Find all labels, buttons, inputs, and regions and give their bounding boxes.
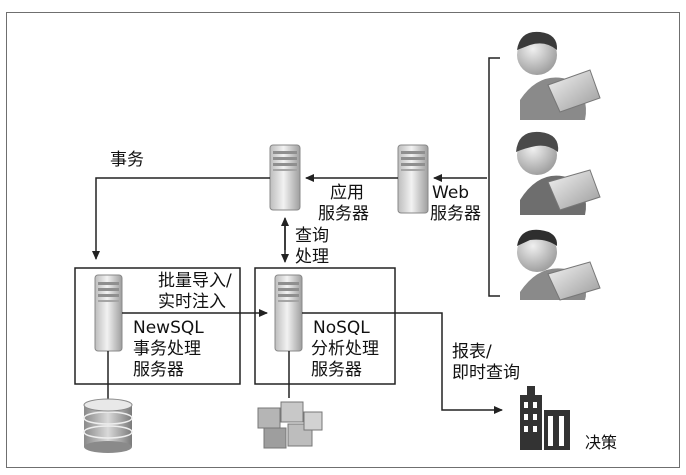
nosql-label-1: NoSQL <box>313 318 370 338</box>
nosql-label-3: 服务器 <box>311 360 362 380</box>
web-server-label-2: 服务器 <box>430 204 481 224</box>
user-icon-1 <box>517 32 600 120</box>
web-server-label-1: Web <box>432 183 469 203</box>
user-icon-3 <box>517 230 600 300</box>
database-icon <box>84 399 132 453</box>
nosql-label-2: 分析处理 <box>311 339 379 359</box>
newsql-server-icon <box>95 275 122 351</box>
app-server-label-1: 应用 <box>330 183 364 203</box>
report-label-1: 报表/ <box>452 342 492 362</box>
query-label-1: 查询 <box>295 226 329 246</box>
batch-label-1: 批量导入/ <box>158 271 232 291</box>
web-server-icon <box>398 145 428 213</box>
report-label-2: 即时查询 <box>452 363 520 383</box>
users-bracket <box>489 58 500 296</box>
query-label-2: 处理 <box>295 247 329 267</box>
batch-label-2: 实时注入 <box>158 292 226 312</box>
cube-cluster-icon <box>258 402 322 448</box>
nosql-server-icon <box>275 275 302 351</box>
app-server-icon <box>270 145 300 210</box>
building-icon <box>520 386 570 450</box>
newsql-label-2: 事务处理 <box>133 339 201 359</box>
app-server-label-2: 服务器 <box>318 204 369 224</box>
decision-label: 决策 <box>585 433 617 453</box>
arrow-transaction <box>96 178 270 259</box>
newsql-label-1: NewSQL <box>133 318 204 338</box>
user-icon-2 <box>516 132 600 215</box>
transaction-label: 事务 <box>110 150 144 170</box>
newsql-label-3: 服务器 <box>133 360 184 380</box>
